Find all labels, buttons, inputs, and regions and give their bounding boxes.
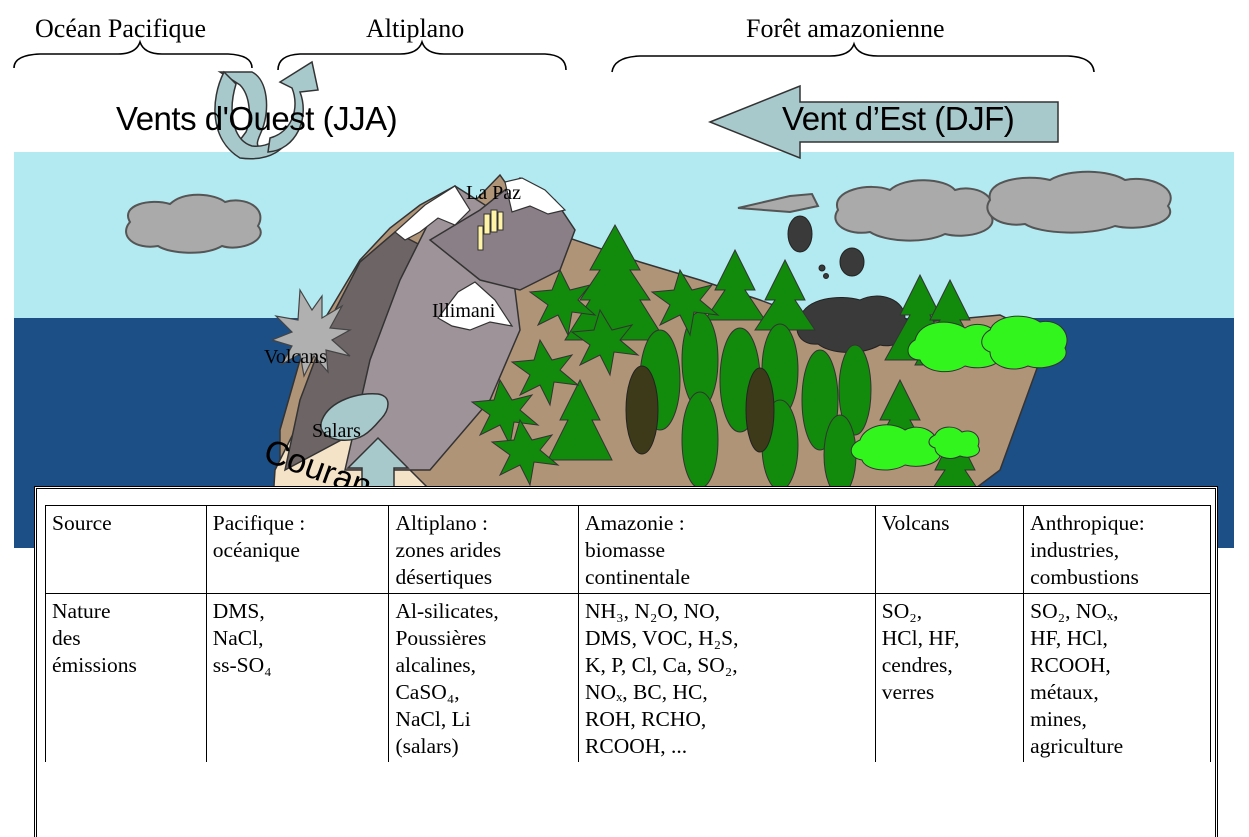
cloud-mid — [834, 179, 994, 242]
cell-text: continentale — [585, 565, 691, 589]
cell-text: (salars) — [395, 734, 459, 758]
brace-altiplano — [277, 39, 567, 71]
cell-text: métaux, — [1030, 680, 1099, 704]
emissions-table: Source Pacifique : océanique Altiplano : zon… — [45, 505, 1211, 762]
cell-text: des — [52, 626, 81, 650]
region-label-amazon: Forêt amazonienne — [746, 14, 945, 43]
cell-text: Volcans — [881, 511, 950, 535]
illimani-label: Illimani — [432, 300, 496, 322]
forest-dark-trunks — [625, 365, 775, 455]
plane — [737, 192, 820, 214]
table-cell: SO₂, NOₓ, HF, HCl, RCOOH, métaux, mines, agri… — [1023, 593, 1211, 762]
region-label-pacific: Océan Pacifique — [35, 14, 207, 43]
cell-text: RCOOH, — [1030, 653, 1111, 677]
cell-text: verres — [881, 680, 935, 704]
cell-text: ss-SO₄ — [212, 653, 272, 677]
table-cell: Amazonie : biomasse continentale — [578, 505, 876, 594]
cell-text: alcalines, — [395, 653, 477, 677]
la-paz-buildings — [477, 209, 504, 251]
cell-text: biomasse — [585, 538, 666, 562]
cloud-left — [125, 193, 262, 254]
cell-text: Anthropique: — [1030, 511, 1145, 535]
cell-text: Amazonie : — [585, 511, 685, 535]
table-cell: Source — [45, 505, 207, 594]
snow-cap-illimani — [437, 281, 514, 331]
cell-text: Nature — [52, 599, 111, 623]
brace-amazon — [611, 41, 1095, 73]
volcans-label: Volcans — [264, 346, 327, 368]
cell-text: cendres, — [881, 653, 953, 677]
table-cell: Al-silicates, Poussières alcalines, CaSO₄, N… — [388, 593, 580, 762]
cell-text: industries, — [1030, 538, 1120, 562]
snow-cap-1 — [394, 185, 471, 241]
east-wind-arrow-icon — [707, 84, 1059, 160]
cell-text: zones arides — [395, 538, 502, 562]
table-cell: Anthropique: industries, combustions — [1023, 505, 1211, 594]
table-cell: Volcans — [874, 505, 1025, 594]
cell-text: émissions — [52, 653, 137, 677]
cell-text: Source — [52, 511, 112, 535]
bright-bushes — [850, 315, 1068, 471]
cell-text: NOₓ, BC, HC, — [585, 680, 708, 704]
salar — [320, 392, 389, 441]
cell-text: NaCl, Li — [395, 707, 471, 731]
cell-text: K, P, Cl, Ca, SO₂, — [585, 653, 738, 677]
table-cell: Pacifique : océanique — [205, 505, 390, 594]
region-label-altiplano: Altiplano — [366, 14, 465, 43]
la-paz-label: La Paz — [466, 182, 521, 204]
west-wind-arrow-up-icon — [267, 60, 319, 153]
cell-text: NH₃, N₂O, NO, — [585, 599, 721, 623]
cell-text: CaSO₄, — [395, 680, 460, 704]
cell-text: Poussières — [395, 626, 487, 650]
snow-cap-2 — [504, 177, 567, 215]
smoke — [787, 215, 911, 353]
volcano-burst — [270, 288, 352, 378]
table-cell: DMS, NaCl, ss-SO₄ — [205, 593, 390, 762]
cell-text: ROH, RCHO, — [585, 707, 707, 731]
west-winds-label: Vents d'Ouest (JJA) — [116, 100, 398, 137]
salars-label: Salars — [312, 420, 361, 442]
cell-text: DMS, VOC, H₂S, — [585, 626, 739, 650]
cell-text: DMS, — [212, 599, 265, 623]
cell-text: combustions — [1030, 565, 1139, 589]
cell-text: Altiplano : — [395, 511, 488, 535]
table-header-row: Source Pacifique : océanique Altiplano : zon… — [45, 505, 1211, 594]
cell-text: désertiques — [395, 565, 493, 589]
west-wind-arrow-down-icon — [217, 71, 268, 153]
cloud-right — [986, 170, 1172, 234]
brace-pacific — [13, 39, 253, 69]
cell-text: Al-silicates, — [395, 599, 499, 623]
table-row: Nature des émissions DMS, NaCl, ss-SO₄ Al-sili… — [45, 593, 1211, 762]
table-cell: NH₃, N₂O, NO, DMS, VOC, H₂S, K, P, Cl, Ca,… — [578, 593, 876, 762]
cell-text: NaCl, — [212, 626, 264, 650]
cell-text: HCl, HF, — [881, 626, 960, 650]
east-wind-label: Vent d’Est (DJF) — [782, 100, 1015, 137]
cell-text: Pacifique : — [212, 511, 306, 535]
table-cell: Nature des émissions — [45, 593, 207, 762]
emissions-table-frame: Source Pacifique : océanique Altiplano : zon… — [34, 486, 1218, 837]
cell-text: HF, HCl, — [1030, 626, 1108, 650]
cell-text: mines, — [1030, 707, 1087, 731]
table-cell: Altiplano : zones arides désertiques — [388, 505, 580, 594]
table-cell: SO₂, HCl, HF, cendres, verres — [874, 593, 1025, 762]
cell-text: RCOOH, ... — [585, 734, 688, 758]
cell-text: SO₂, — [881, 599, 923, 623]
cell-text: SO₂, NOₓ, — [1030, 599, 1119, 623]
cell-text: agriculture — [1030, 734, 1124, 758]
forest-trees — [470, 223, 986, 501]
cell-text: océanique — [212, 538, 300, 562]
